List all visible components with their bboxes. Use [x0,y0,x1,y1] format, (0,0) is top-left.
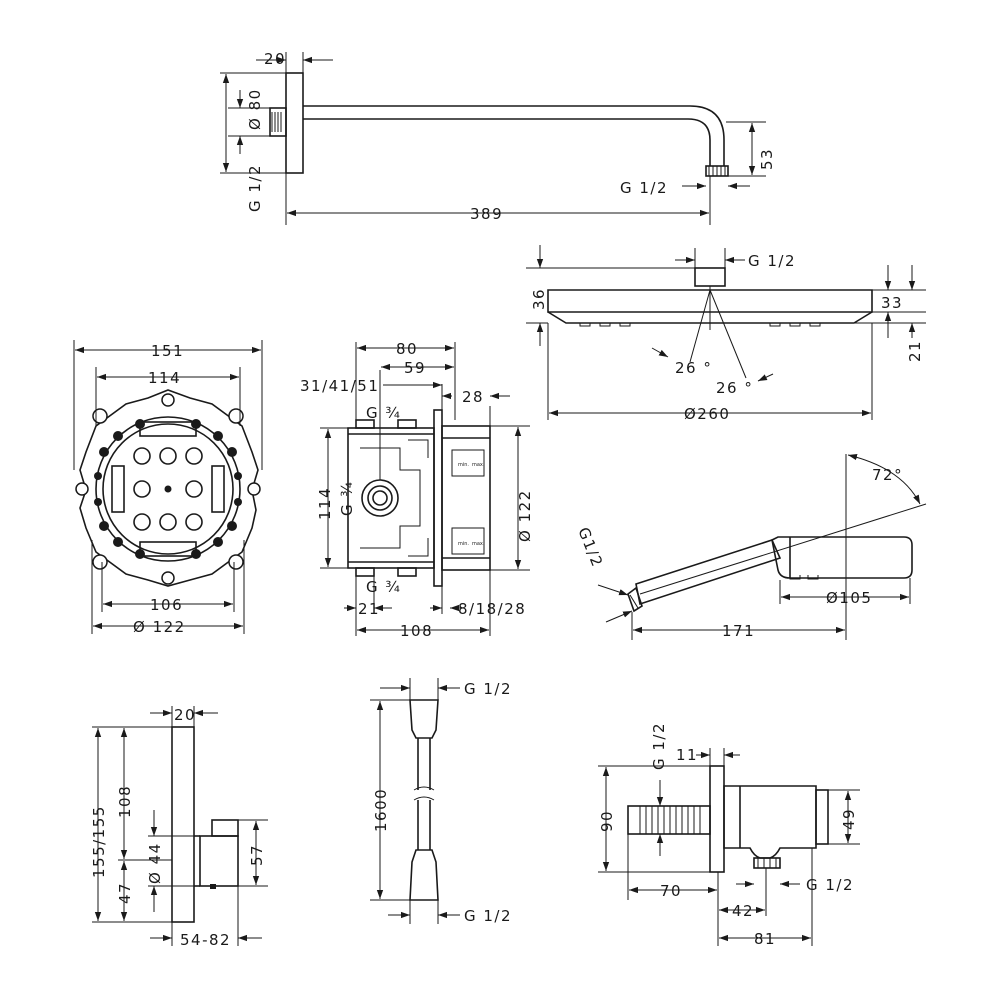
dim-54-82: 54-82 [180,931,231,949]
dim-28: 28 [462,388,484,406]
dim-114-valve: 114 [316,487,334,520]
arm-pipe-bottom [303,118,711,166]
dim-53: 53 [758,148,776,170]
dim-20: 20 [264,50,286,68]
dim-108-thermostat: 108 [116,785,134,818]
shower-arm-view: 20 Ø 80 G 1/2 53 G 1/2 389 [220,50,776,225]
outlet-connector [753,857,781,869]
dim-diameter-105: Ø105 [826,589,872,607]
dim-diameter-80: Ø 80 [246,88,264,130]
box-bottom-slot [139,541,197,557]
label-max-1: max. [472,462,485,468]
dim-g12-hose-top: G 1/2 [464,680,512,698]
dim-31-41-51: 31/41/51 [300,377,379,395]
dim-angle-72: 72° [872,466,903,484]
box-top-slot [139,421,197,437]
valve-cover [441,425,491,571]
arm-pipe-top [303,105,725,166]
label-min-2: min. [458,541,469,547]
head-connector [694,267,726,287]
outlet-flange [709,765,725,873]
dim-diameter-122-valve: Ø 122 [516,489,534,542]
thermostat-view: 20 155/155 108 Ø 44 57 47 54-82 [90,706,268,949]
hand-shower-view: 72° G1/2 Ø105 171 [574,454,927,640]
dim-g12-outlet-top: G 1/2 [650,722,668,770]
dim-g34-bot: G ¾ [366,578,401,596]
dim-diameter-44: Ø 44 [146,842,164,884]
hose-top-fitting [409,699,439,739]
thermostat-plate [171,726,195,923]
dim-21: 21 [906,340,924,362]
dim-1600: 1600 [372,788,390,832]
valve-plate [433,409,443,587]
installation-box-view: 151 114 106 Ø 122 [73,340,263,636]
dim-106: 106 [150,596,183,614]
dim-11: 11 [676,746,698,764]
thermostat-body [199,835,239,887]
hose-view: G 1/2 1600 G 1/2 [370,678,512,925]
dim-42: 42 [732,902,754,920]
outlet-body [723,785,817,859]
dim-108-valve: 108 [400,622,433,640]
dim-114: 114 [148,369,181,387]
hose-bottom-fitting [409,849,439,901]
dim-g12-hand: G1/2 [574,525,606,570]
dim-47: 47 [116,882,134,904]
valve-housing [347,427,435,569]
dim-90: 90 [598,810,616,832]
dim-33: 33 [881,294,903,312]
dim-g12-hose-bottom: G 1/2 [464,907,512,925]
dim-g34-mid: G ¾ [338,481,356,516]
box-ring [95,416,241,562]
dim-8-18-28: 8/18/28 [458,600,526,618]
valve-body-view: min. max. min. max. 80 59 31/41/51 G ¾ 2… [300,340,534,640]
dim-151: 151 [151,342,184,360]
dim-g12-head: G 1/2 [748,252,796,270]
outlet-thread [627,805,711,835]
threaded-connector [269,107,287,137]
thermostat-knob [211,819,239,837]
dim-21-valve: 21 [358,600,380,618]
dim-g12-outlet-right: G 1/2 [806,876,854,894]
wall-flange [285,72,304,174]
dim-49: 49 [840,808,858,830]
dim-angle-26b: 26 ° [716,379,753,397]
dim-389: 389 [470,205,503,223]
dim-155-155: 155/155 [90,805,108,878]
dim-g12-arm-left: G 1/2 [246,164,264,212]
dim-70: 70 [660,882,682,900]
dim-171: 171 [722,622,755,640]
label-min-1: min. [458,462,469,468]
box-outline [79,389,259,587]
hand-shower-head [771,536,913,579]
outlet-holder [815,789,829,845]
dim-57: 57 [248,844,266,866]
wall-outlet-view: G 1/2 11 90 49 70 G 1/2 42 81 [598,722,860,948]
dim-g34-top: G ¾ [366,404,401,422]
dim-20-thermostat: 20 [174,706,196,724]
label-max-2: max. [472,541,485,547]
hand-shower-handle [635,539,782,606]
dim-59: 59 [404,359,426,377]
dim-diameter-260: Ø260 [684,405,730,423]
dim-81: 81 [754,930,776,948]
shower-head-view: G 1/2 36 33 21 26 ° 26 ° Ø260 [526,245,926,423]
dim-g12-arm-right: G 1/2 [620,179,668,197]
dim-diameter-122: Ø 122 [133,618,186,636]
dim-angle-26a: 26 ° [675,359,712,377]
dim-80-valve: 80 [396,340,418,358]
dim-36: 36 [530,288,548,310]
